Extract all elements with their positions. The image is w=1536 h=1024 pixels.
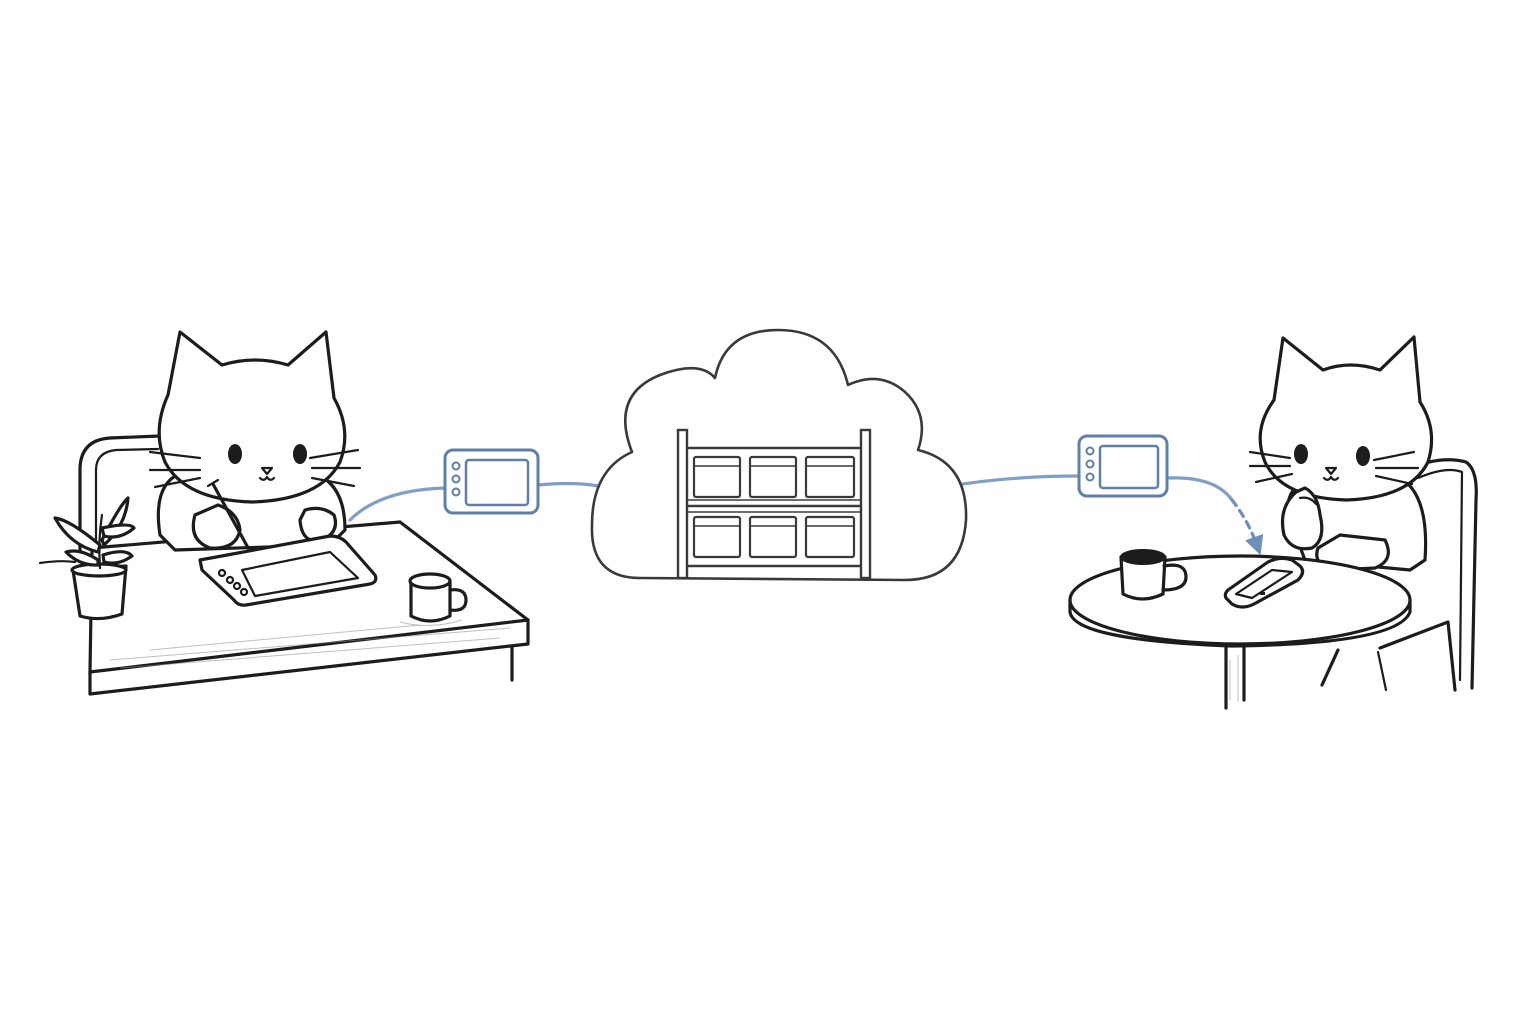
cat-viewer-scene	[1068, 335, 1478, 710]
cloud-storage-icon	[590, 328, 968, 582]
left-eye	[1294, 444, 1308, 464]
upload-connection-line	[348, 486, 447, 522]
download-device-icon	[1077, 434, 1169, 498]
download-arrow	[1230, 498, 1264, 556]
download-connection-line	[1166, 476, 1234, 502]
cat-artist-scene	[38, 330, 530, 696]
left-eye	[228, 444, 242, 464]
right-eye	[293, 444, 307, 464]
chair-back	[78, 434, 162, 562]
coffee-mug-icon	[399, 572, 468, 626]
potted-plant-icon	[38, 496, 136, 621]
cat-artist-icon	[148, 330, 362, 557]
smartphone-icon	[1223, 556, 1305, 609]
right-eye	[1356, 446, 1370, 466]
drawing-tablet-icon	[198, 534, 378, 607]
server-rack-icon	[676, 428, 872, 580]
upload-device-icon	[443, 448, 540, 515]
cat-viewer-icon	[1248, 335, 1434, 572]
coffee-mug-icon	[1119, 549, 1188, 601]
